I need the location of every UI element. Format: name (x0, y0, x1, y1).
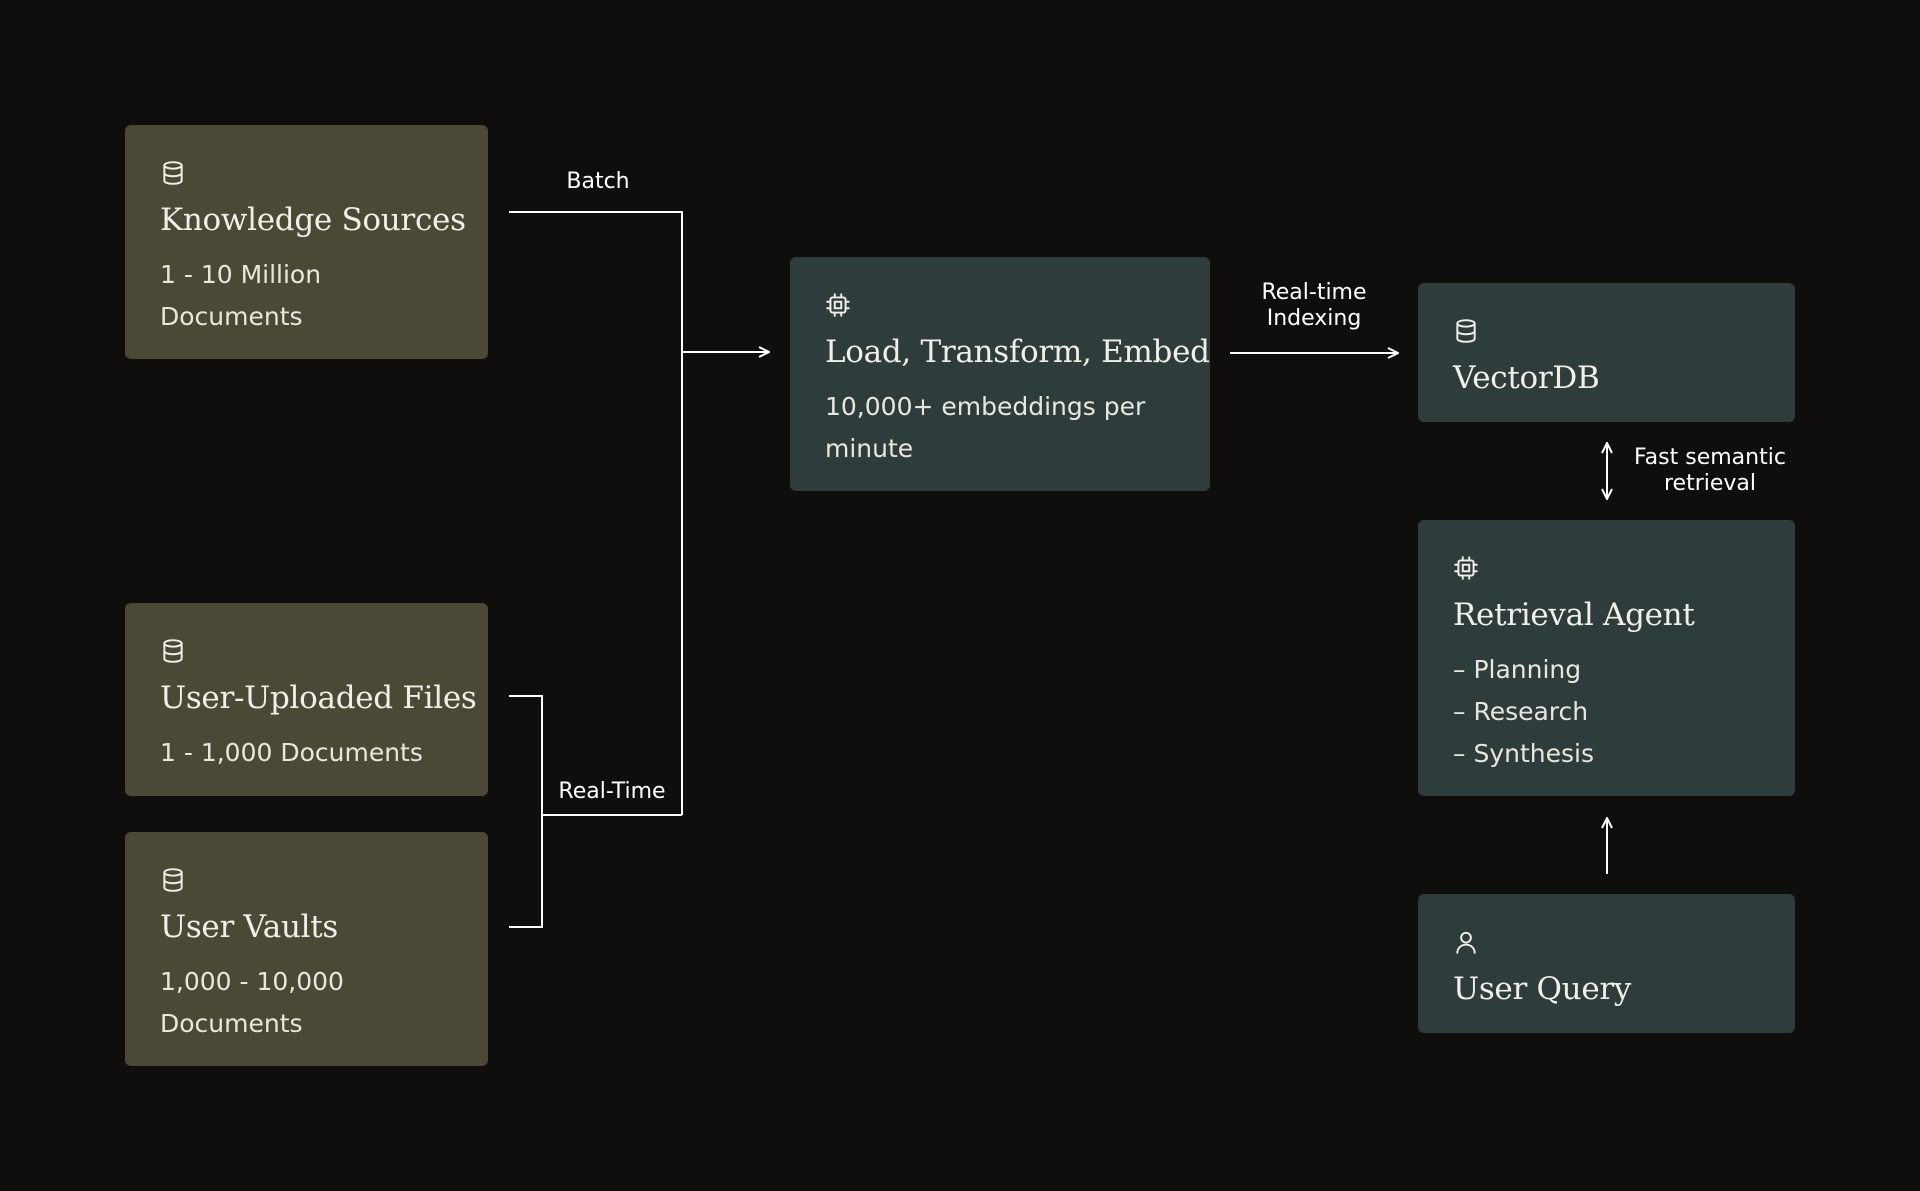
realtime-bracket (509, 695, 543, 928)
node-title: Load, Transform, Embed (825, 334, 1210, 370)
knowledge-sources-node: Knowledge Sources 1 - 10 Million Documen… (125, 125, 488, 359)
batch-label: Batch (566, 169, 630, 194)
description-line: 1 - 10 Million (160, 260, 322, 289)
fast-semantic-retrieval-label: Fast semantic retrieval (1622, 445, 1798, 497)
database-icon (163, 639, 183, 663)
description-line: 10,000+ embeddings per (825, 392, 1146, 421)
database-icon (163, 868, 183, 892)
fast-semantic-retrieval-line-1: Fast semantic (1634, 445, 1786, 470)
description-line: – Synthesis (1453, 739, 1594, 768)
description-line: Documents (160, 1009, 303, 1038)
node-title: User-Uploaded Files (160, 680, 477, 716)
description-line: – Research (1453, 697, 1589, 726)
user-icon (1456, 931, 1476, 954)
retrieval-agent-node: Retrieval Agent – Planning – Research – … (1418, 520, 1795, 796)
node-title: Knowledge Sources (160, 202, 466, 238)
database-icon (163, 161, 183, 185)
fast-semantic-retrieval-line-2: retrieval (1663, 471, 1757, 496)
description-line: minute (825, 434, 914, 463)
node-description: 1,000 - 10,000 Documents (160, 961, 500, 1045)
node-title: Retrieval Agent (1453, 597, 1695, 633)
description-line: 1 - 1,000 Documents (160, 738, 423, 767)
chip-icon (1454, 556, 1478, 580)
node-description: – Planning – Research – Synthesis (1453, 649, 1793, 775)
node-description: 10,000+ embeddings per minute (825, 386, 1165, 470)
node-title: User Query (1453, 971, 1632, 1007)
real-time-indexing-line-2: Indexing (1266, 306, 1362, 331)
load-transform-embed-node: Load, Transform, Embed 10,000+ embedding… (790, 257, 1210, 491)
real-time-indexing-line-1: Real-time (1261, 280, 1367, 305)
database-icon (1456, 319, 1476, 343)
node-title: VectorDB (1453, 360, 1600, 396)
node-title: User Vaults (160, 909, 339, 945)
node-description: 1 - 1,000 Documents (160, 732, 500, 774)
vectordb-node: VectorDB (1418, 283, 1795, 422)
user-uploaded-files-node: User-Uploaded Files 1 - 1,000 Documents (125, 603, 488, 796)
description-line: Documents (160, 302, 303, 331)
batch-connector (509, 211, 683, 815)
real-time-indexing-label: Real-time Indexing (1240, 280, 1388, 332)
chip-icon (826, 293, 850, 317)
node-description: 1 - 10 Million Documents (160, 254, 500, 338)
real-time-label: Real-Time (558, 779, 666, 804)
user-vaults-node: User Vaults 1,000 - 10,000 Documents (125, 832, 488, 1066)
description-line: 1,000 - 10,000 (160, 967, 344, 996)
user-query-node: User Query (1418, 894, 1795, 1033)
description-line: – Planning (1453, 655, 1582, 684)
